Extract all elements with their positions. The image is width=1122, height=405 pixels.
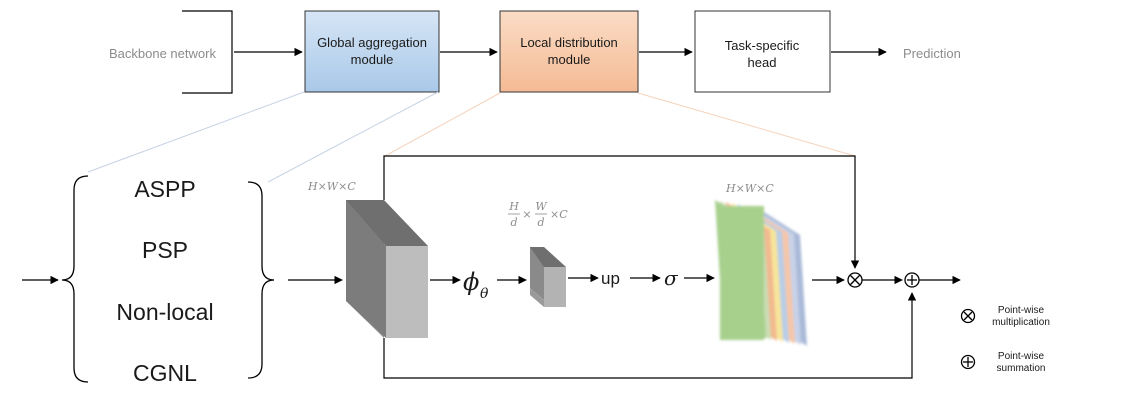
legend-mult-line2: multiplication (992, 317, 1050, 328)
multiply-node (847, 272, 863, 288)
output-feature-stack (715, 200, 807, 346)
zoom-line-global-right (267, 91, 439, 183)
up-op: up (601, 269, 620, 288)
zoom-line-global-left (87, 91, 305, 173)
head-box-line1: Task-specific (725, 38, 800, 53)
prediction-label: Prediction (903, 46, 961, 61)
local-box-line2: module (548, 52, 591, 67)
module-aspp: ASPP (134, 176, 195, 202)
input-tensor-left (346, 200, 386, 338)
legend-multiply-icon (960, 308, 976, 324)
zoom-line-local-left (384, 92, 501, 157)
reduced-times: × (522, 208, 531, 221)
phi-symbol: ϕ (463, 268, 479, 296)
sum-node (904, 272, 920, 288)
legend-sum-icon (960, 354, 976, 370)
global-aggregation-box (304, 10, 440, 93)
backbone-bracket (182, 10, 233, 94)
output-dim-label: H×W×C (725, 182, 774, 195)
module-psp: PSP (142, 237, 188, 263)
legend-mult-line1: Point-wise (998, 305, 1045, 316)
reduced-c: ×C (550, 208, 568, 221)
legend-sum-line2: summation (997, 363, 1046, 374)
module-cgnl: CGNL (133, 360, 197, 386)
zoom-guides (87, 91, 856, 183)
reduced-h: H (508, 200, 519, 213)
legend-sum-line1: Point-wise (998, 351, 1045, 362)
global-box-line2: module (351, 52, 394, 67)
local-distribution-detail: H×W×C ϕ θ H d × W d ×C up σ (307, 155, 961, 379)
task-head-box (694, 10, 831, 93)
input-dim-label: H×W×C (307, 180, 356, 193)
reduced-w: W (535, 200, 548, 213)
skip-connection-bottom (383, 292, 917, 379)
skip-connection-top (383, 155, 860, 269)
right-brace (247, 181, 275, 379)
input-tensor-front (386, 246, 428, 338)
multiply-cross-2 (850, 275, 860, 285)
reduced-h-d: d (510, 216, 517, 229)
pipeline: Backbone network Global aggregation modu… (109, 10, 961, 94)
reduced-tensor-top (530, 247, 566, 267)
sigma-op: σ (664, 266, 679, 290)
legend: Point-wise multiplication Point-wise sum… (960, 305, 1050, 374)
aggregation-modules: ASPP PSP Non-local CGNL (22, 175, 343, 386)
left-brace (61, 175, 89, 383)
zoom-line-local-right (637, 92, 856, 157)
input-tensor (346, 200, 428, 338)
feature-front (720, 206, 764, 340)
reduced-tensor-front (544, 267, 566, 307)
input-tensor-top (346, 200, 428, 246)
reduced-w-d: d (537, 216, 544, 229)
reduced-tensor-edge (530, 288, 544, 307)
local-box-line1: Local distribution (520, 35, 618, 50)
module-non-local: Non-local (116, 299, 213, 325)
global-box-line1: Global aggregation (317, 35, 427, 50)
reduced-tensor (530, 247, 566, 307)
phi-subscript: θ (480, 286, 489, 302)
head-box-line2: head (748, 55, 777, 70)
reduced-dim-label: H d × W d ×C (508, 200, 568, 229)
backbone-label: Backbone network (109, 46, 216, 61)
local-distribution-box (499, 10, 639, 93)
